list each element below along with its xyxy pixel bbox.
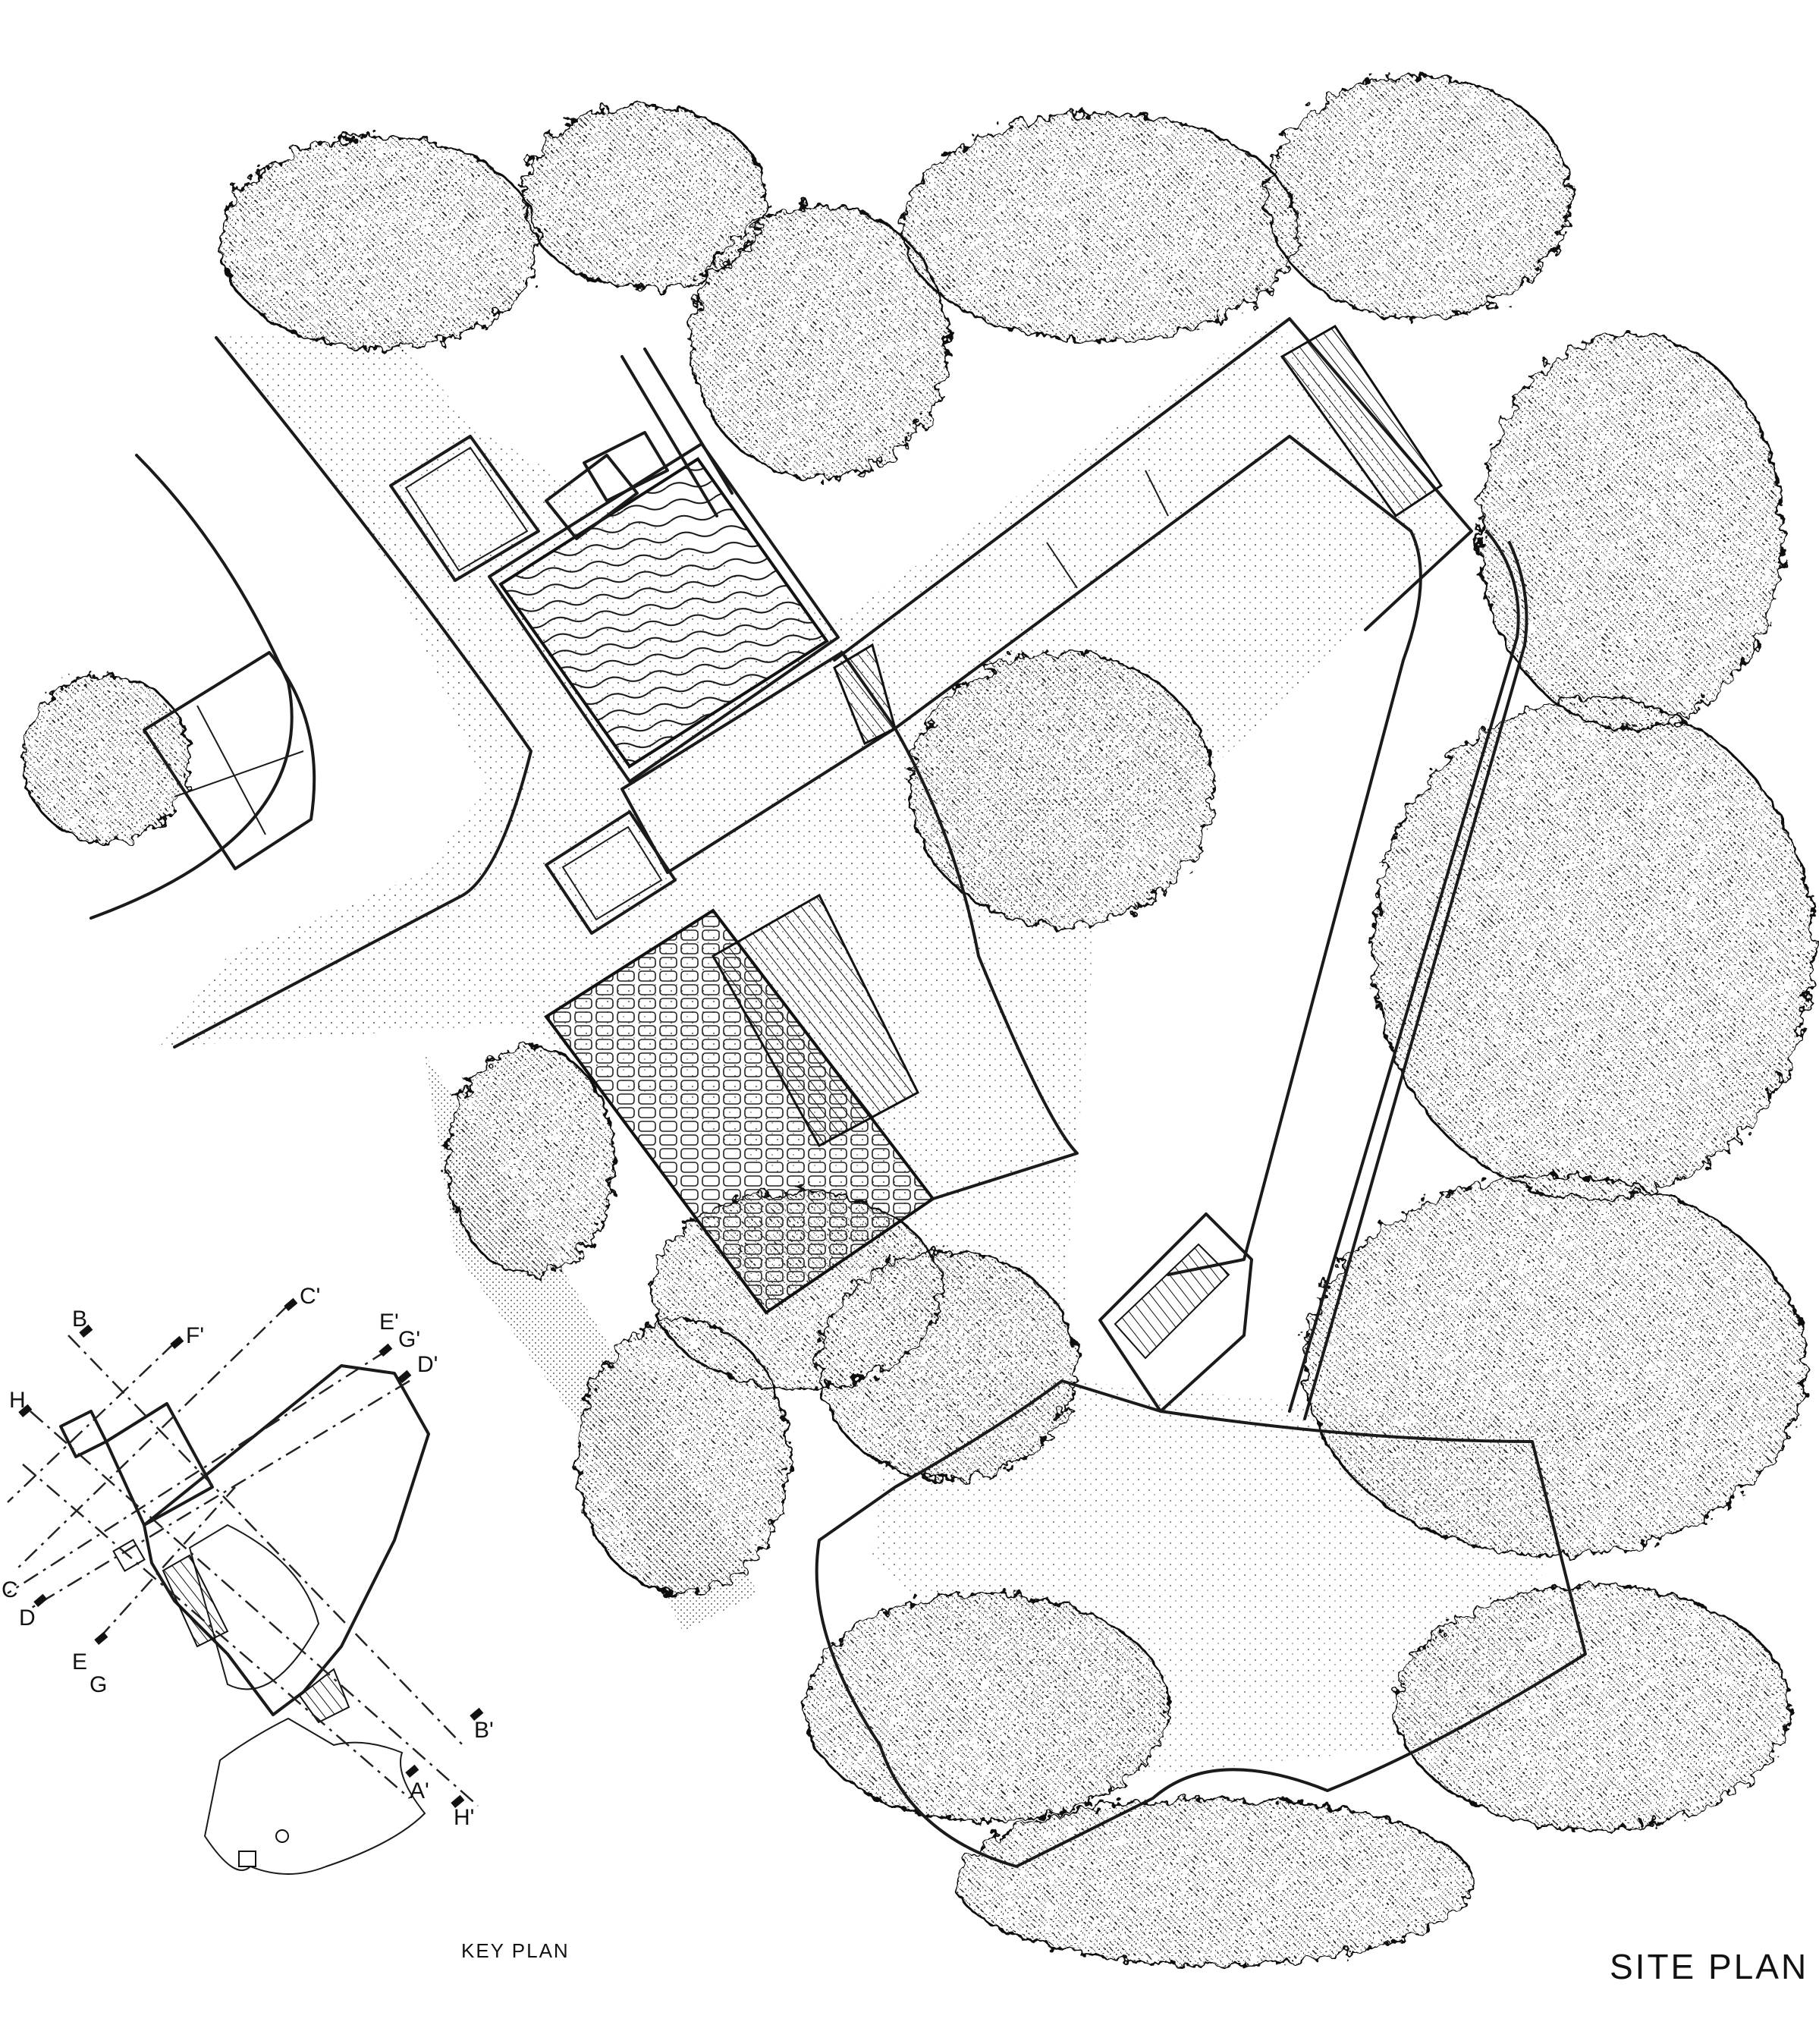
marker-g: G — [90, 1672, 107, 1697]
outbuilding — [143, 651, 316, 870]
marker-c-prime: C' — [300, 1284, 320, 1309]
section-marker-labels: B F' C' E' G' D' H C D E G B' A' H' — [2, 1284, 494, 1830]
marker-b-prime: B' — [474, 1718, 494, 1743]
marker-b: B — [72, 1307, 87, 1332]
key-plan-title: KEY PLAN — [461, 1939, 570, 1962]
house — [389, 317, 1528, 1420]
marker-a-prime: A' — [410, 1778, 429, 1803]
marker-h: H — [9, 1388, 26, 1413]
garden-boundary — [815, 1379, 1587, 1868]
marker-f-prime: F' — [186, 1323, 204, 1348]
marker-e: E — [72, 1649, 87, 1675]
section-lines — [7, 1304, 479, 1807]
marker-e-prime: E' — [379, 1310, 399, 1335]
section-marker-ticks — [18, 1297, 484, 1808]
marker-h-prime: H' — [454, 1805, 474, 1830]
key-plan: B F' C' E' G' D' H C D E G B' A' H' — [2, 1284, 494, 1875]
marker-g-prime: G' — [398, 1327, 420, 1352]
marker-d-prime: D' — [417, 1352, 438, 1377]
tree-canopy — [21, 74, 1814, 1967]
marker-c: C — [2, 1577, 18, 1602]
marker-d: D — [19, 1605, 36, 1630]
site-plan-title: SITE PLAN — [1610, 1947, 1808, 1986]
driveway — [90, 336, 533, 1049]
